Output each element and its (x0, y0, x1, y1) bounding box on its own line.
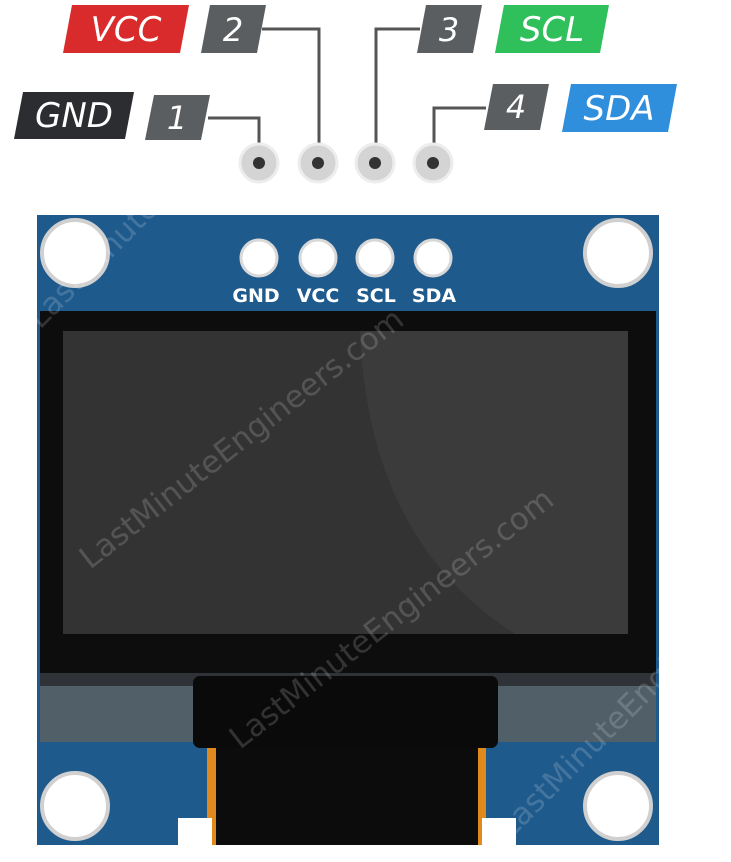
tag-shape (495, 5, 609, 53)
pin-name-tag-scl: SCL (495, 5, 609, 53)
pin-number-tag-1: 1 (145, 95, 210, 140)
silkscreen-sda: SDA (412, 285, 456, 307)
pin-name-label: SCL (520, 10, 584, 50)
screen-glare (360, 331, 628, 634)
header-hole-vcc (298, 238, 338, 278)
pin-name-tag-vcc: VCC (63, 5, 189, 53)
pin-number-label: 3 (439, 11, 459, 49)
silkscreen-gnd: GND (232, 285, 279, 307)
pin-name-tag-sda: SDA (562, 84, 677, 132)
tag-shape (14, 92, 134, 139)
pin-number-label: 4 (506, 88, 526, 126)
tag-shape (484, 84, 549, 130)
header-hole-scl (355, 238, 395, 278)
pin-legend: GND VCC SCL SDA 1 2 3 4 (14, 5, 677, 184)
pin-head-1 (238, 142, 280, 184)
tag-shape (417, 5, 482, 53)
header-hole-gnd (239, 238, 279, 278)
pin-name-label: GND (35, 96, 113, 136)
mounting-hole-top-right (583, 218, 653, 288)
board-notch-left (178, 818, 212, 845)
pin-name-label: VCC (91, 10, 162, 50)
tag-shape (63, 5, 189, 53)
silkscreen-labels: GND VCC SCL SDA (232, 285, 456, 307)
silkscreen-scl: SCL (356, 285, 396, 307)
pin-number-label: 2 (223, 11, 243, 49)
pin-name-label: SDA (583, 89, 654, 129)
board-notch-right (482, 818, 516, 845)
pin-number-tag-3: 3 (417, 5, 482, 53)
silkscreen-vcc: VCC (297, 285, 340, 307)
glass-bevel (40, 686, 200, 742)
mounting-hole-top-left (40, 218, 110, 288)
tag-shape (562, 84, 677, 132)
pin-number-tag-2: 2 (201, 5, 266, 53)
driver-chip (193, 676, 498, 748)
oled-module: GND VCC SCL SDA LastM (37, 215, 659, 845)
mounting-holes (40, 218, 653, 841)
pin-number-tag-4: 4 (484, 84, 549, 130)
mounting-hole-bottom-left (40, 771, 110, 841)
flex-ribbon (216, 748, 478, 845)
tag-shape (201, 5, 266, 53)
glass-bevel (498, 686, 656, 742)
pin-head-2 (297, 142, 339, 184)
pin-head-4 (412, 142, 454, 184)
pin-head-3 (354, 142, 396, 184)
mounting-hole-bottom-right (583, 771, 653, 841)
pin-3-wire (374, 27, 420, 162)
tag-shape (145, 95, 210, 140)
pin-name-tag-gnd: GND (14, 92, 134, 139)
header-hole-sda (413, 238, 453, 278)
pin-number-label: 1 (167, 99, 187, 137)
header-holes (239, 238, 453, 278)
pin-2-wire (262, 27, 321, 162)
